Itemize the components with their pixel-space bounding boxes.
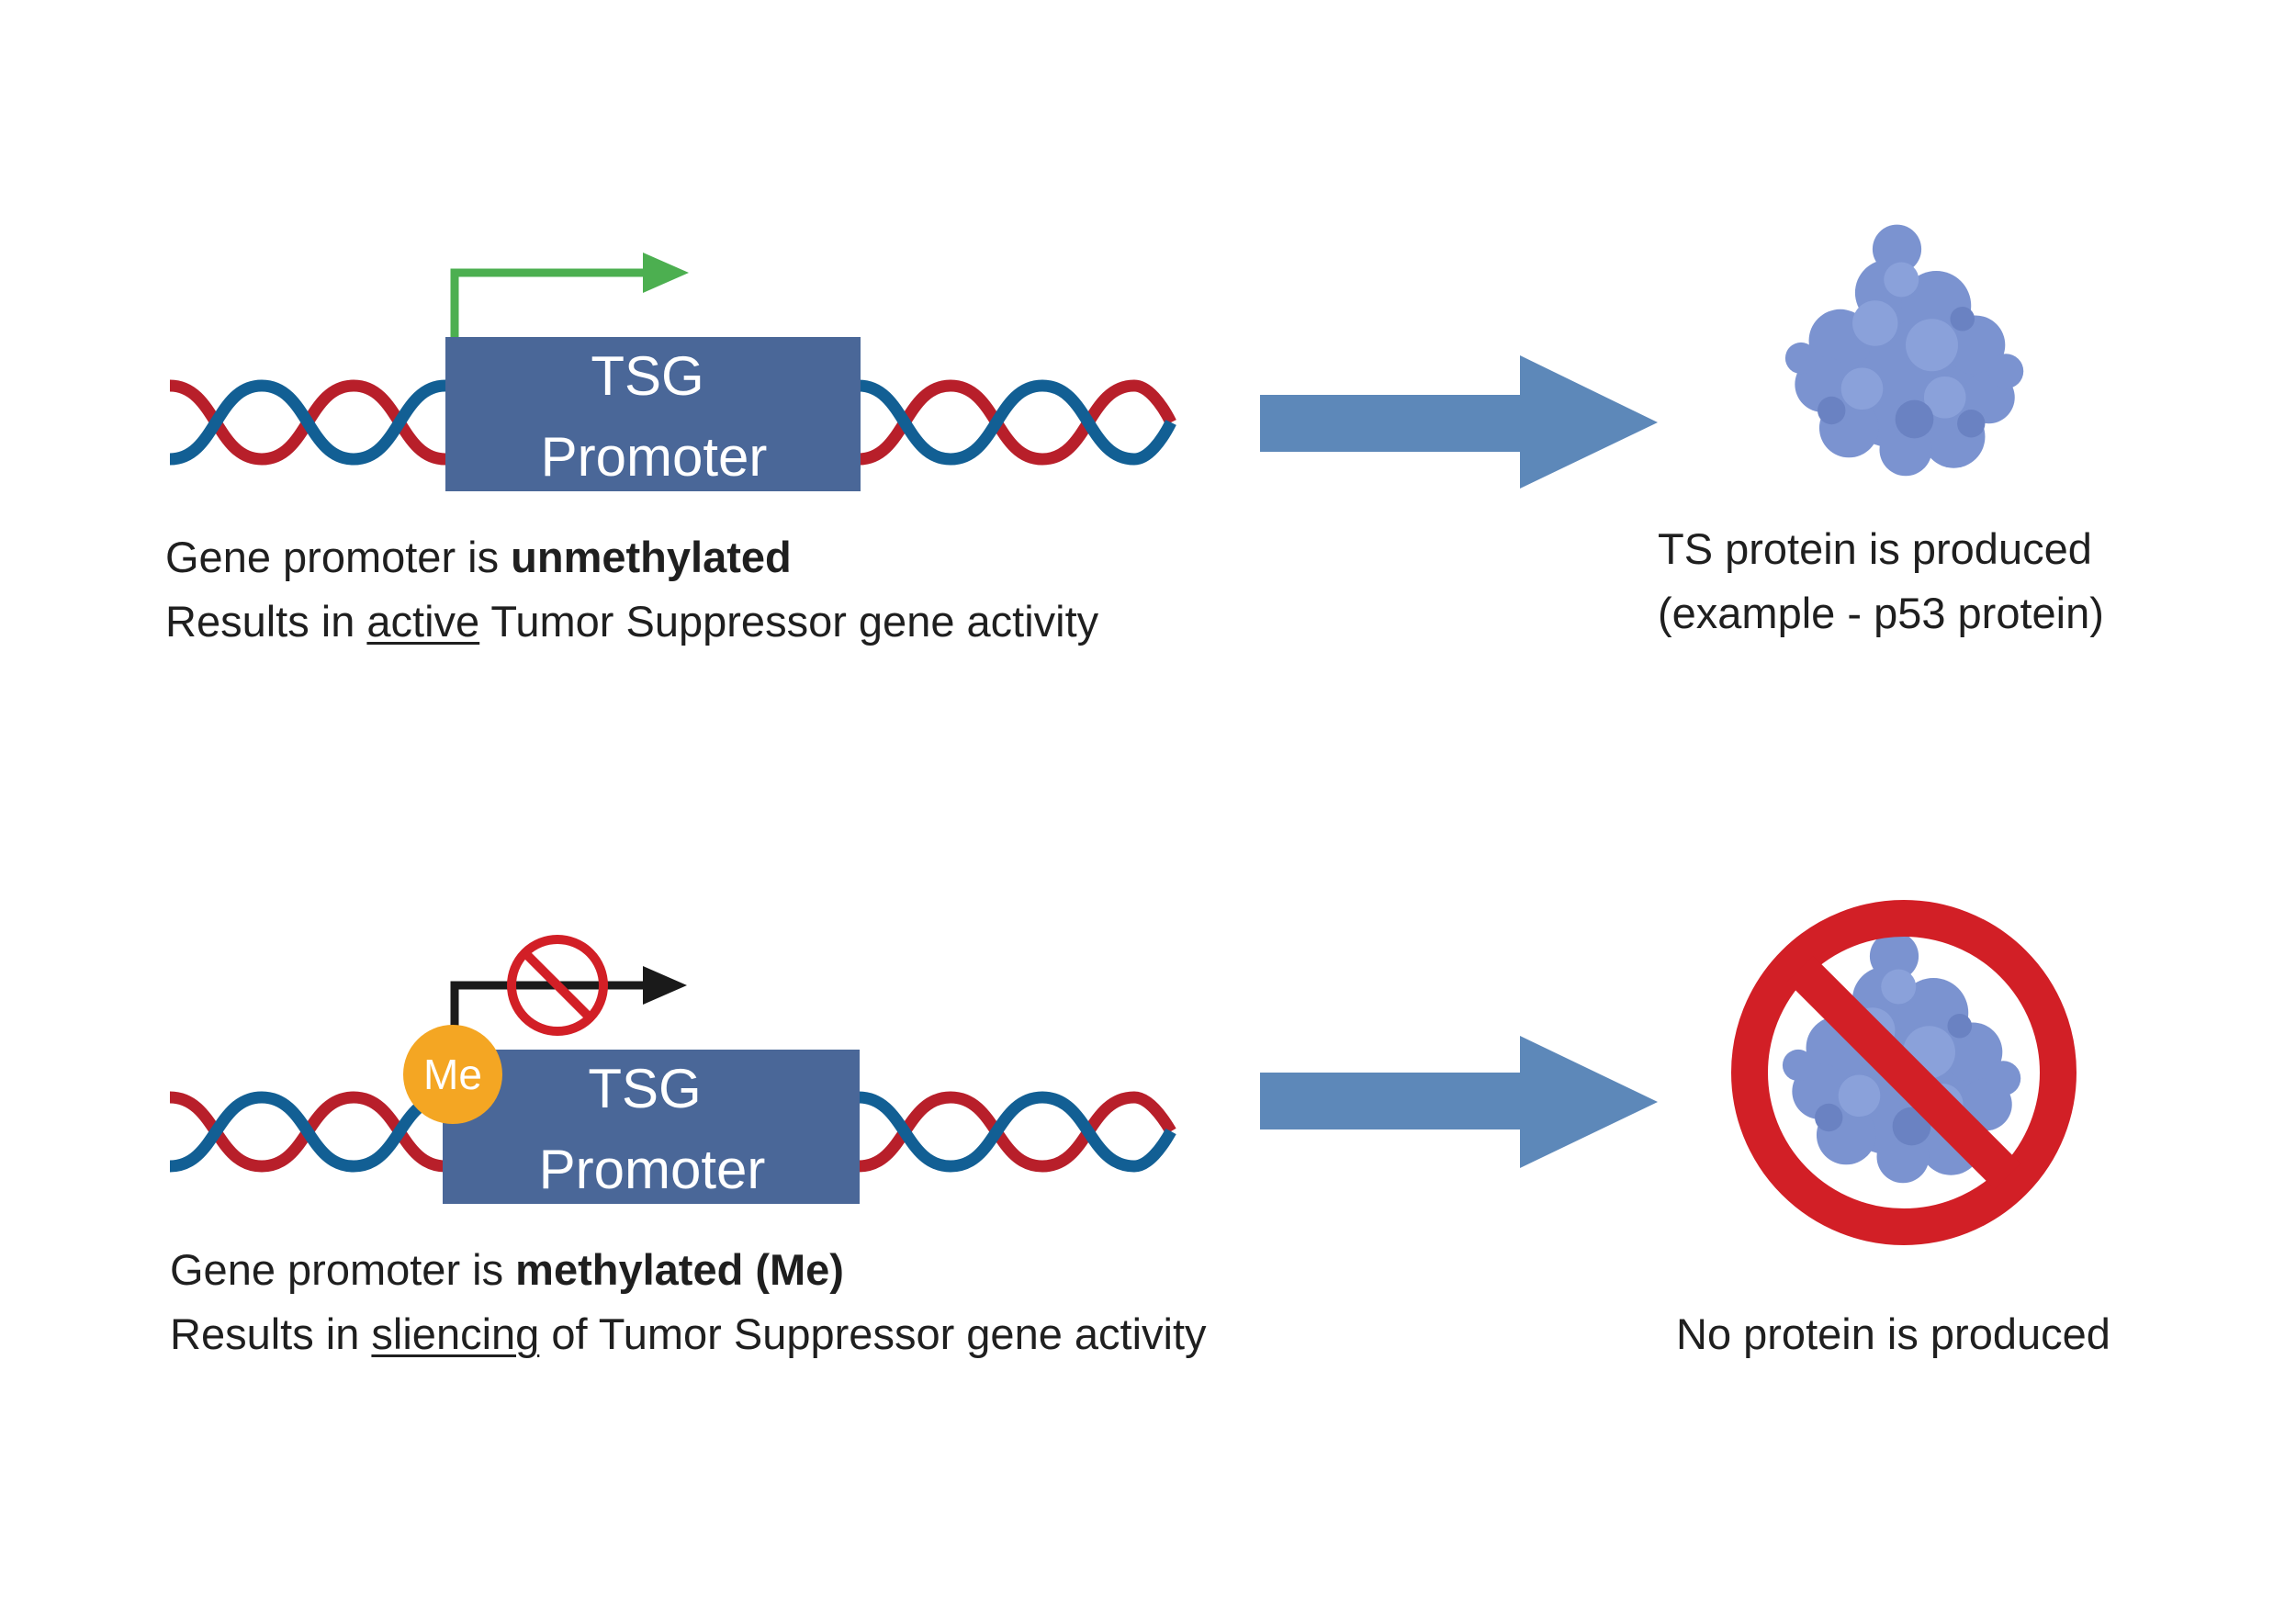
top-dna-helix-left (169, 379, 446, 466)
bottom-caption-line1-prefix: Gene promoter is (170, 1245, 516, 1294)
top-caption-line2: Results in active Tumor Suppressor gene … (165, 590, 1098, 654)
bottom-caption-line2-prefix: Results in (170, 1309, 372, 1358)
bottom-flow-arrow-icon (1260, 1036, 1658, 1168)
bottom-caption-line2: Results in sliencing of Tumor Suppressor… (170, 1302, 1207, 1366)
top-caption-line1: Gene promoter is unmethylated (165, 525, 1098, 590)
small-no-symbol-icon (507, 935, 608, 1036)
top-result-line1: TS protein is produced (1658, 524, 2092, 573)
top-caption-line2-suffix: Tumor Suppressor gene activity (479, 597, 1099, 646)
top-caption: Gene promoter is unmethylated Results in… (165, 525, 1098, 654)
bottom-promoter-line2: Promoter (539, 1139, 766, 1200)
bottom-caption-line2-underlined: sliencing (371, 1309, 540, 1358)
bottom-dna-helix-left (169, 1091, 446, 1173)
top-caption-line2-prefix: Results in (165, 597, 367, 646)
top-promoter-line1: TSG (591, 345, 703, 407)
bottom-caption-line2-suffix: of Tumor Suppressor gene activity (539, 1309, 1207, 1358)
top-protein-icon (1784, 224, 2024, 477)
bottom-transcription-arrow-icon (450, 966, 687, 1051)
bottom-result-line1: No protein is produced (1676, 1309, 2110, 1358)
bottom-result: No protein is produced (1676, 1302, 2110, 1366)
top-flow-arrow-icon (1260, 355, 1658, 489)
bottom-promoter-box: TSG Promoter (443, 1050, 860, 1204)
bottom-caption-line1-bold: methylated (Me) (515, 1245, 844, 1294)
methyl-label: Me (423, 1051, 482, 1098)
methyl-group-icon: Me (403, 1025, 502, 1124)
top-caption-line1-bold: unmethylated (511, 533, 792, 581)
bottom-caption-line1: Gene promoter is methylated (Me) (170, 1238, 1207, 1302)
bottom-caption: Gene promoter is methylated (Me) Results… (170, 1238, 1207, 1366)
top-promoter-line2: Promoter (541, 426, 768, 488)
top-caption-line1-prefix: Gene promoter is (165, 533, 512, 581)
top-transcription-arrow-icon (450, 253, 689, 340)
top-dna-helix-right (858, 379, 1176, 466)
top-caption-line2-underlined: active (366, 597, 480, 646)
top-result-line2: (example - p53 protein) (1658, 589, 2104, 637)
top-promoter-box: TSG Promoter (445, 337, 861, 491)
top-result: TS protein is produced (example - p53 pr… (1658, 517, 2104, 646)
large-no-symbol-icon (1731, 900, 2077, 1245)
bottom-dna-helix-right (858, 1091, 1176, 1173)
bottom-promoter-line1: TSG (588, 1058, 701, 1119)
